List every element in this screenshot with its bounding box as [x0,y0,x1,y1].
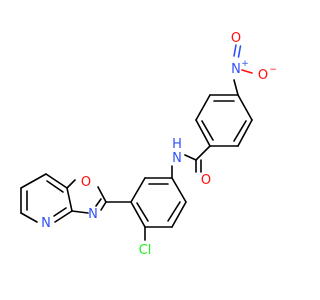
charge-plus: + [241,59,249,69]
atom-o-carbonyl: O [201,173,211,188]
ring1-bond-2 [237,119,253,147]
pyr-bond-1-double [46,180,64,193]
atom-label-layer: O N + O − O N H O N N Cl [41,31,277,258]
bond-n-ring [233,79,239,96]
atom-n-amide: N [172,151,182,166]
pyr-bond-2 [20,173,47,189]
pyr-bond-1 [45,173,68,189]
ring1-bond-4-double [201,120,214,141]
oxazole-bond-c2-o [97,186,107,203]
oxazole-bond-c3a-n [71,210,89,214]
bond-ring-carbonyl [195,145,211,161]
bond-c-n [184,154,197,161]
atom-o-oxazole: O [81,175,91,190]
chemical-structure-diagram: O N + O − O N H O N N Cl [20,31,277,258]
ring2-bond-2 [130,177,146,203]
ring1-bond-1 [237,94,253,121]
atom-cl: Cl [139,243,152,258]
oxazole-bond-o-c7a [66,179,76,189]
oxazole-bond-n-c2-double [95,198,102,207]
ring2-bond-3-double [136,202,149,222]
pyr-bond-5 [54,210,73,223]
ring2-bond-3 [130,201,146,228]
atom-n-oxazole: N [88,207,98,222]
pyr-bond-5-double [53,207,67,217]
atom-n-nitro: N [231,62,241,77]
atom-o-nitro-top: O [231,31,241,46]
ring2-bond-5 [171,201,187,228]
pyr-bond-4 [20,212,38,223]
ring1-bond-5 [195,94,211,121]
oxazole-bond-c7a-c3a [66,187,73,212]
bond-n-o-top-double [237,45,242,58]
bond-n-o-right [241,69,253,74]
ring2-bond-5-double [167,201,181,222]
ring1-bond-4 [195,119,211,147]
bond-n-o-top [233,44,237,57]
charge-minus: − [269,65,277,75]
ring2-bond-6 [171,177,187,203]
bond-layer [20,44,253,241]
atom-o-nitro-minus: O [258,68,268,83]
oxazole-bond-n-c2 [100,201,107,211]
ring1-bond-2-double [233,120,247,142]
atom-h-amide: H [172,137,182,152]
atom-n-pyridine: N [41,216,51,231]
